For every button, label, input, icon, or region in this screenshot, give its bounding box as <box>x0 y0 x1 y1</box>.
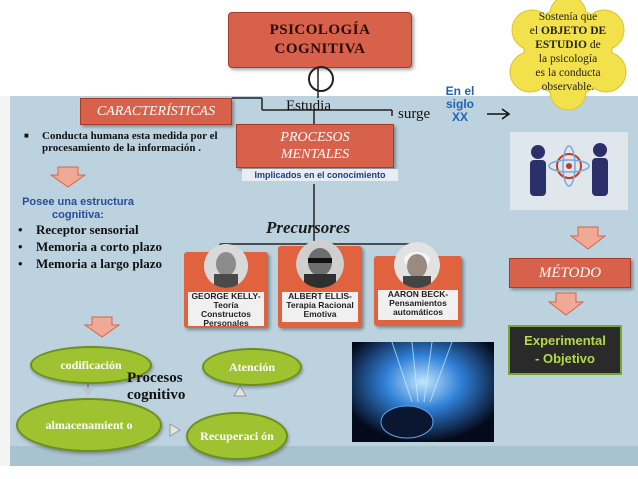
century-label: En el siglo XX <box>440 85 480 124</box>
title-connector-circle <box>308 66 334 92</box>
bottom-margin <box>0 466 638 479</box>
title-line1: PSICOLOGÍA <box>269 22 371 38</box>
method-box: MÉTODO <box>509 258 631 288</box>
portrait-icon <box>204 244 248 288</box>
arrow-down-icon <box>570 226 606 250</box>
precursor-card-kelly: GEORGE KELLY- Teoría Constructos Persona… <box>184 244 268 328</box>
precursor-name: AARON BECK- Pensamientos automáticos <box>378 290 458 320</box>
cognitive-processes-line2: cognitivo <box>127 387 186 403</box>
method-value-line2: - Objetivo <box>535 351 595 366</box>
precursors-heading: Precursores <box>266 218 351 237</box>
century-line3: XX <box>451 110 468 124</box>
surge-label: surge <box>398 106 431 122</box>
mental-processes-line1: PROCESOS <box>280 130 350 145</box>
mental-processes-box: PROCESOS MENTALES <box>236 124 394 168</box>
implied-label: Implicados en el conocimiento <box>242 169 398 181</box>
title-box: PSICOLOGÍA COGNITIVA <box>228 12 412 68</box>
cognitive-processes-line1: Procesos <box>127 370 183 386</box>
oval-codificacion: codificación <box>30 346 152 384</box>
estudia-label: Estudia <box>286 98 331 114</box>
square-bullet-icon: ■ <box>24 131 29 140</box>
oval-atencion: Atención <box>202 348 302 386</box>
portrait-icon <box>394 242 440 288</box>
list-item: Memoria a corto plazo <box>18 239 178 254</box>
precursor-card-ellis: ALBERT ELLIS- Terapia Racional Emotiva <box>278 240 362 328</box>
people-discussion-image <box>510 132 628 210</box>
brain-image <box>352 342 494 442</box>
mental-processes-line2: MENTALES <box>280 147 350 162</box>
portrait-icon <box>296 240 344 288</box>
structure-heading: Posee una estructura cognitiva: <box>22 196 134 221</box>
bubble-text: Sostenía que el OBJETO DE ESTUDIO de la … <box>520 10 616 94</box>
oval-almacenamiento: almacenamient o <box>16 398 162 452</box>
century-line2: siglo <box>445 97 474 111</box>
cognitive-processes-label: Procesos cognitivo <box>127 370 185 404</box>
characteristics-bullet: ■ Conducta humana esta medida por el pro… <box>24 130 229 154</box>
precursor-name: ALBERT ELLIS- Terapia Racional Emotiva <box>282 292 358 322</box>
precursor-card-beck: AARON BECK- Pensamientos automáticos <box>374 242 462 326</box>
list-item: Receptor sensorial <box>18 222 178 237</box>
thought-bubble-icon <box>509 0 627 111</box>
precursor-name: GEORGE KELLY- Teoría Constructos Persona… <box>188 292 264 328</box>
method-value-line1: Experimental <box>524 333 606 348</box>
bubble-line5: es la conducta <box>535 67 601 79</box>
bubble-line3-post: de <box>589 39 601 51</box>
arrow-down-icon <box>84 316 120 338</box>
title-line2: COGNITIVA <box>274 41 366 57</box>
bubble-line6: observable. <box>541 81 595 93</box>
bubble-line2-pre: el <box>529 25 539 37</box>
memory-list: Receptor sensorial Memoria a corto plazo… <box>18 222 178 273</box>
bubble-line3-bold: ESTUDIO <box>535 39 588 51</box>
list-item: Memoria a largo plazo <box>18 256 178 271</box>
footer-band <box>10 446 638 466</box>
characteristics-box: CARACTERÍSTICAS <box>80 98 232 125</box>
bubble-line2-bold: OBJETO DE <box>540 25 607 37</box>
arrow-down-icon <box>50 166 86 188</box>
bubble-line1: Sostenía que <box>538 11 598 23</box>
method-value-box: Experimental - Objetivo <box>508 325 622 375</box>
arrow-down-icon <box>548 292 584 316</box>
bullet-text: Conducta humana esta medida por el proce… <box>42 130 218 154</box>
arrow-right-icon <box>487 108 511 120</box>
bubble-line4: la psicología <box>538 53 598 65</box>
oval-recuperacion: Recuperaci ón <box>186 412 288 460</box>
century-line1: En el <box>445 84 475 98</box>
